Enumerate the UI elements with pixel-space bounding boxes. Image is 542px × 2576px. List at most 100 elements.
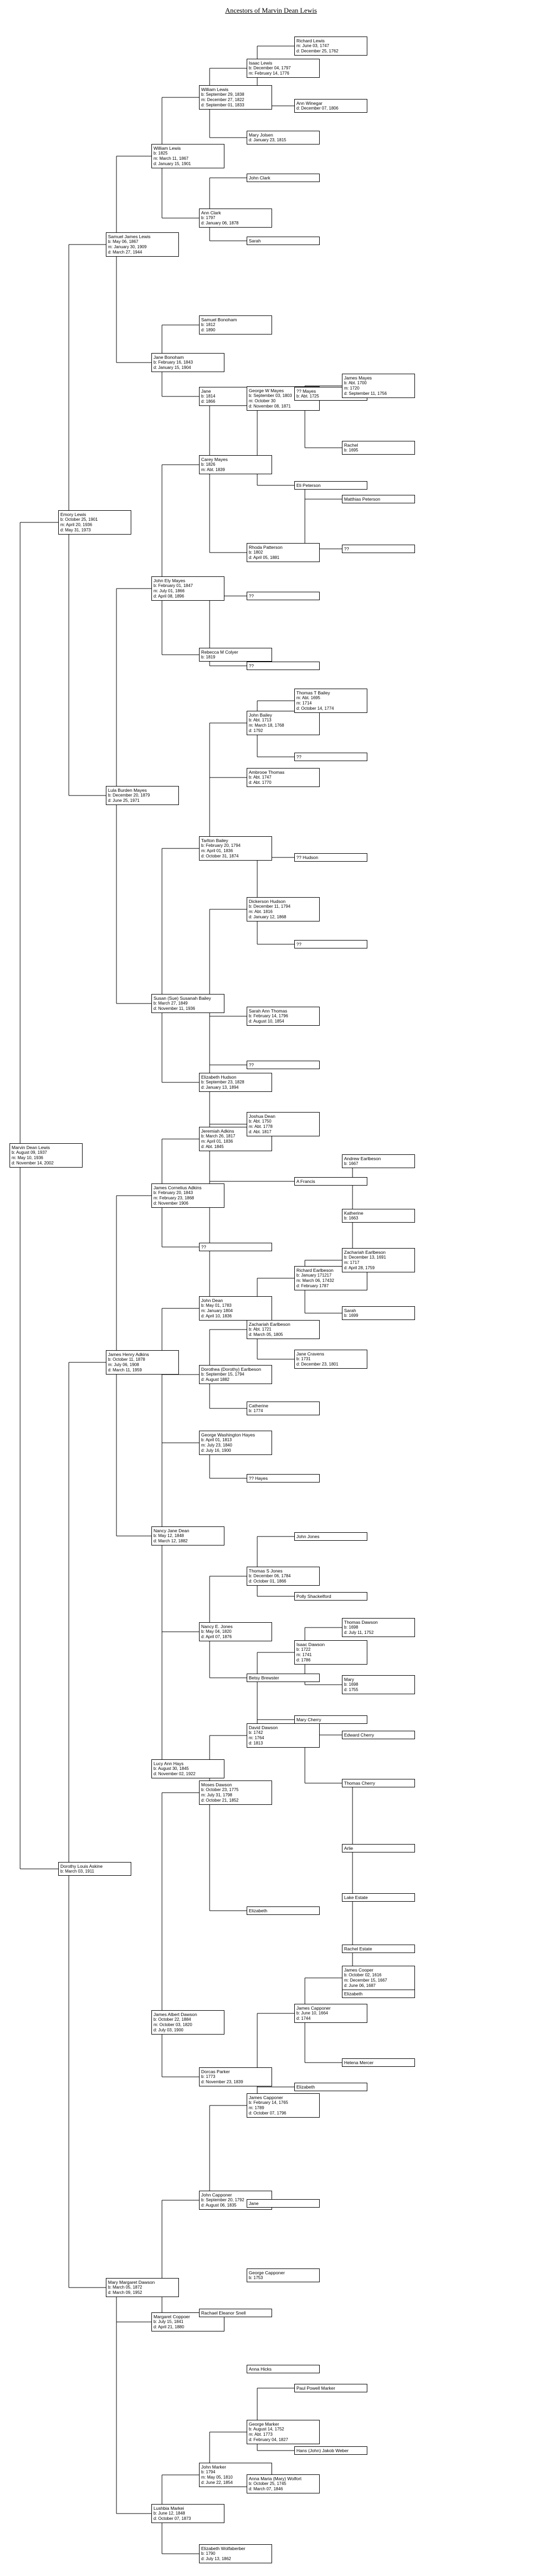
person-box[interactable]: Hans (John) Jakob Weber	[294, 2446, 367, 2455]
person-box[interactable]: Lake Estate	[342, 1893, 415, 1902]
person-box[interactable]: Rachel Estate	[342, 1945, 415, 1953]
person-box[interactable]: John Jones	[294, 1532, 367, 1541]
person-box[interactable]: Polly Shackelford	[294, 1592, 367, 1601]
person-box[interactable]: Arlie	[342, 1844, 415, 1852]
person-box[interactable]: ??	[294, 753, 367, 761]
person-box[interactable]: Elizabeth	[247, 1906, 320, 1915]
person-box[interactable]: Anna Hicks	[247, 2365, 320, 2373]
person-fact: b: December 13, 1691	[344, 1255, 386, 1260]
person-box[interactable]: ??	[247, 662, 320, 670]
person-box[interactable]: ?? Hayes	[247, 1474, 320, 1483]
person-box[interactable]: Rachael Eleanor Snell	[199, 2309, 272, 2317]
person-box[interactable]: Edward Cherry	[342, 1731, 415, 1739]
person-box[interactable]: Paul Powell Marker	[294, 2384, 367, 2392]
person-box[interactable]: John Clark	[247, 174, 320, 182]
person-box[interactable]: Mary Cherry	[294, 1715, 367, 1724]
person-fact: d: July 16, 1900	[201, 1448, 231, 1453]
person-box[interactable]: Eli Peterson	[294, 481, 367, 490]
person-box[interactable]: Sarah	[247, 237, 320, 245]
person-box[interactable]: A Francis	[294, 1177, 367, 1186]
person-box[interactable]: Betsy Brewster	[247, 1674, 320, 1682]
person-box[interactable]: ??	[199, 1243, 272, 1251]
person-box[interactable]: ??	[342, 545, 415, 553]
person-name: Emory Lewis	[60, 512, 86, 517]
person-box[interactable]: Jane	[247, 2199, 320, 2208]
person-box[interactable]: ??	[247, 592, 320, 600]
person-fact: d: March 05, 1805	[249, 1332, 283, 1337]
person-name: Nancy E. Jones	[201, 1624, 233, 1629]
person-box[interactable]: Thomas Cherry	[342, 1779, 415, 1787]
person-box[interactable]: ??	[247, 1061, 320, 1069]
person-box[interactable]: ?? Hudson	[294, 853, 367, 862]
person-box[interactable]: ??	[294, 940, 367, 948]
person-box[interactable]: Elizabeth	[342, 1990, 415, 1998]
person-box[interactable]: Elizabeth	[294, 2083, 367, 2091]
person-box[interactable]: Matthias Peterson	[342, 495, 415, 503]
person-box[interactable]: Helena Mercer	[342, 2058, 415, 2067]
